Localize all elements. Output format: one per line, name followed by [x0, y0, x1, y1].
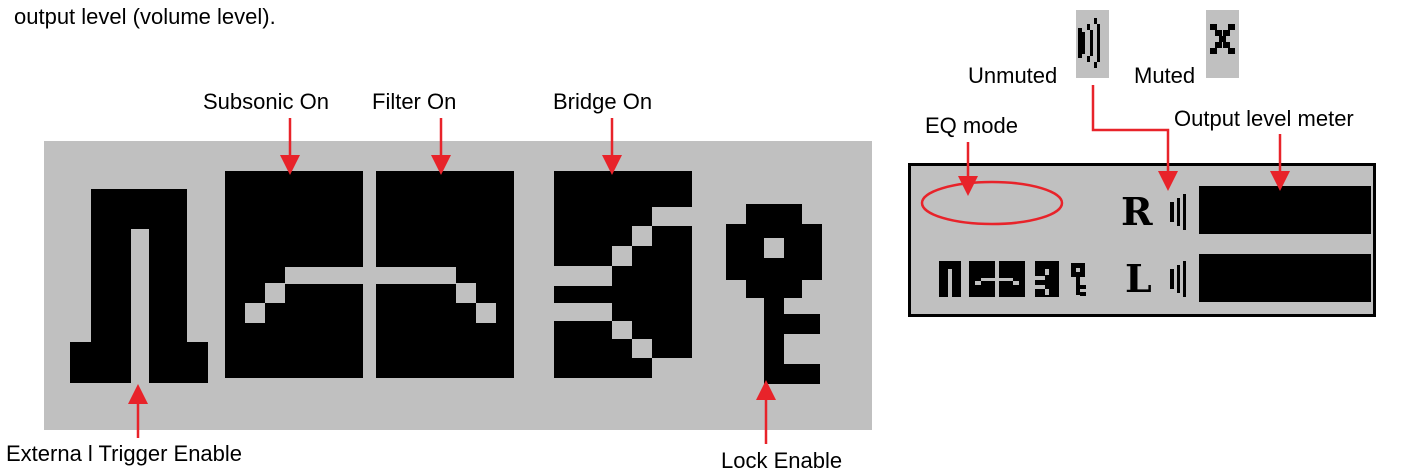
lcd-display: R L: [908, 163, 1376, 317]
output-level-meter-label: Output level meter: [1174, 106, 1354, 131]
external-trigger-icon: [70, 189, 208, 383]
lock-enable-label: Lock Enable: [721, 448, 843, 473]
bridge-icon: [554, 171, 692, 378]
filter-on-label: Filter On: [372, 89, 457, 114]
right-channel-letter: R: [1121, 189, 1153, 234]
lock-icon: [726, 204, 822, 384]
right-unmuted-speaker-icon: [1170, 194, 1186, 230]
muted-x-icon: [1210, 24, 1235, 54]
unmuted-indicator-tile: [1076, 10, 1109, 78]
eq-mode-highlight: [920, 180, 1064, 226]
unmuted-speaker-icon: [1078, 18, 1100, 68]
subsonic-on-label: Subsonic On: [203, 89, 329, 114]
intro-text: output level (volume level).: [14, 4, 276, 29]
left-output-level-bar: [1199, 254, 1371, 302]
muted-label: Muted: [1134, 63, 1196, 88]
left-unmuted-speaker-icon: [1170, 261, 1186, 297]
bridge-on-label: Bridge On: [553, 89, 653, 114]
external-trigger-enable-label: Externa l Trigger Enable: [6, 441, 243, 466]
unmuted-label: Unmuted: [968, 63, 1058, 88]
muted-indicator-tile: [1206, 10, 1239, 78]
filter-icon: [376, 171, 514, 378]
eq-mode-label: EQ mode: [925, 113, 1018, 138]
left-channel-letter: L: [1125, 256, 1152, 301]
subsonic-icon: [225, 171, 363, 378]
lcd-status-icons: [939, 261, 1086, 297]
right-output-level-bar: [1199, 186, 1371, 234]
icon-panel: [44, 141, 872, 430]
